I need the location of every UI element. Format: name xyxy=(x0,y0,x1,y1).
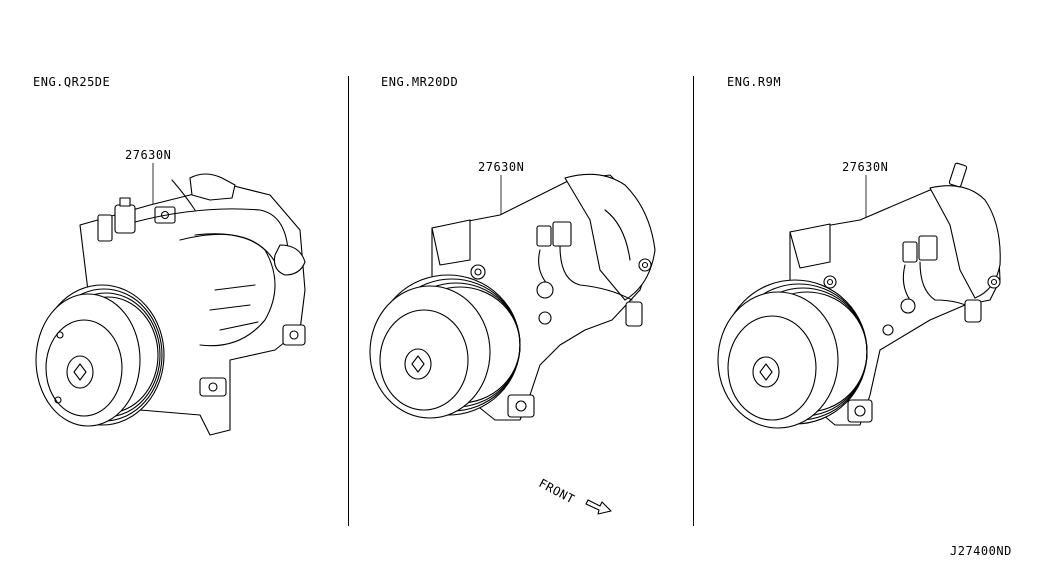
part-number-callout-2: 27630N xyxy=(478,160,525,174)
panel-divider-left xyxy=(348,76,349,526)
compressor-mr20dd-illustration xyxy=(369,173,656,421)
engine-label-mr20dd: ENG.MR20DD xyxy=(381,75,459,89)
part-number-callout-1: 27630N xyxy=(125,148,172,162)
engine-label-r9m: ENG.R9M xyxy=(727,75,782,89)
diagram-code: J27400ND xyxy=(950,544,1012,558)
compressor-qr25de-illustration xyxy=(35,163,306,436)
engine-label-qr25de: ENG.QR25DE xyxy=(33,75,111,89)
part-number-callout-3: 27630N xyxy=(842,160,889,174)
panel-divider-right xyxy=(693,76,694,526)
front-arrow-icon xyxy=(585,499,612,515)
compressor-r9m-illustration xyxy=(717,162,1001,429)
